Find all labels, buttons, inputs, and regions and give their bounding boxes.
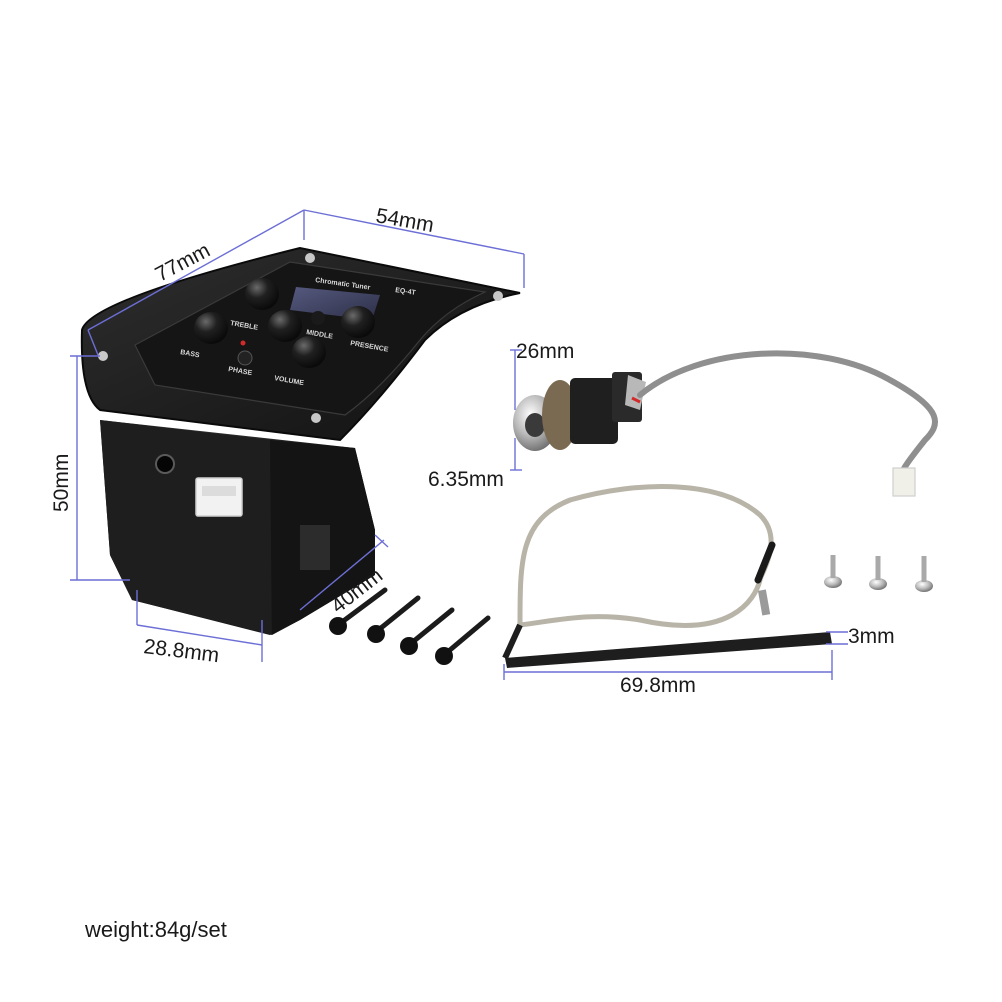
knob-label-phase: PHASE xyxy=(228,366,253,377)
knob-middle[interactable] xyxy=(268,310,302,342)
black-screw-icon xyxy=(329,587,388,635)
dim-label-depth: 28.8mm xyxy=(142,635,220,667)
black-screw-icon xyxy=(367,595,421,643)
panel-model-label: EQ-4T xyxy=(395,287,417,297)
knob-volume[interactable] xyxy=(292,336,326,368)
pickup-connector xyxy=(195,477,243,517)
silver-screw-icon xyxy=(824,555,842,588)
knob-label-middle: MIDDLE xyxy=(306,329,334,341)
mount-hole-icon xyxy=(305,253,315,263)
endpin-jack xyxy=(513,372,646,451)
mount-hole-icon xyxy=(493,291,503,301)
preamp-unit: Chromatic Tuner EQ-4T TREBLE MIDDLE PRES… xyxy=(80,246,521,635)
dim-label-width: 54mm xyxy=(374,204,435,237)
knob-label-bass: BASS xyxy=(180,349,201,359)
phase-led-icon xyxy=(240,340,246,346)
black-screw-icon xyxy=(435,615,491,665)
output-jack-hole xyxy=(155,454,175,474)
knob-presence[interactable] xyxy=(341,306,375,338)
silver-screw-icon xyxy=(915,556,933,592)
connector-pins xyxy=(202,486,236,496)
black-screws xyxy=(329,587,491,665)
mount-hole-icon xyxy=(311,413,321,423)
silver-screws xyxy=(824,555,933,592)
knob-bass[interactable] xyxy=(194,312,228,344)
cable-connector xyxy=(892,467,916,497)
preamp-lower-front xyxy=(100,420,272,635)
silver-screw-icon xyxy=(869,556,887,590)
dim-label-jack-width: 26mm xyxy=(516,340,574,363)
dim-label-saddle-length: 69.8mm xyxy=(620,674,696,697)
gray-cable xyxy=(637,350,938,497)
mounting-bracket xyxy=(300,525,330,570)
knob-treble[interactable] xyxy=(245,278,279,310)
dim-label-height: 50mm xyxy=(50,454,73,512)
jack-dimensions: 26mm 6.35mm xyxy=(428,340,574,491)
knob-label-treble: TREBLE xyxy=(230,320,259,332)
small-knob[interactable] xyxy=(311,311,325,325)
dim-label-saddle-thickness: 3mm xyxy=(848,625,895,648)
weight-caption: weight:84g/set xyxy=(85,917,227,942)
phase-button[interactable] xyxy=(237,340,253,366)
black-screw-icon xyxy=(400,607,455,655)
saddle-dimensions: 69.8mm 3mm xyxy=(503,625,895,697)
undersaddle-pickup xyxy=(502,484,832,668)
mount-hole-icon xyxy=(98,351,108,361)
dim-label-jack-diameter: 6.35mm xyxy=(428,468,504,491)
